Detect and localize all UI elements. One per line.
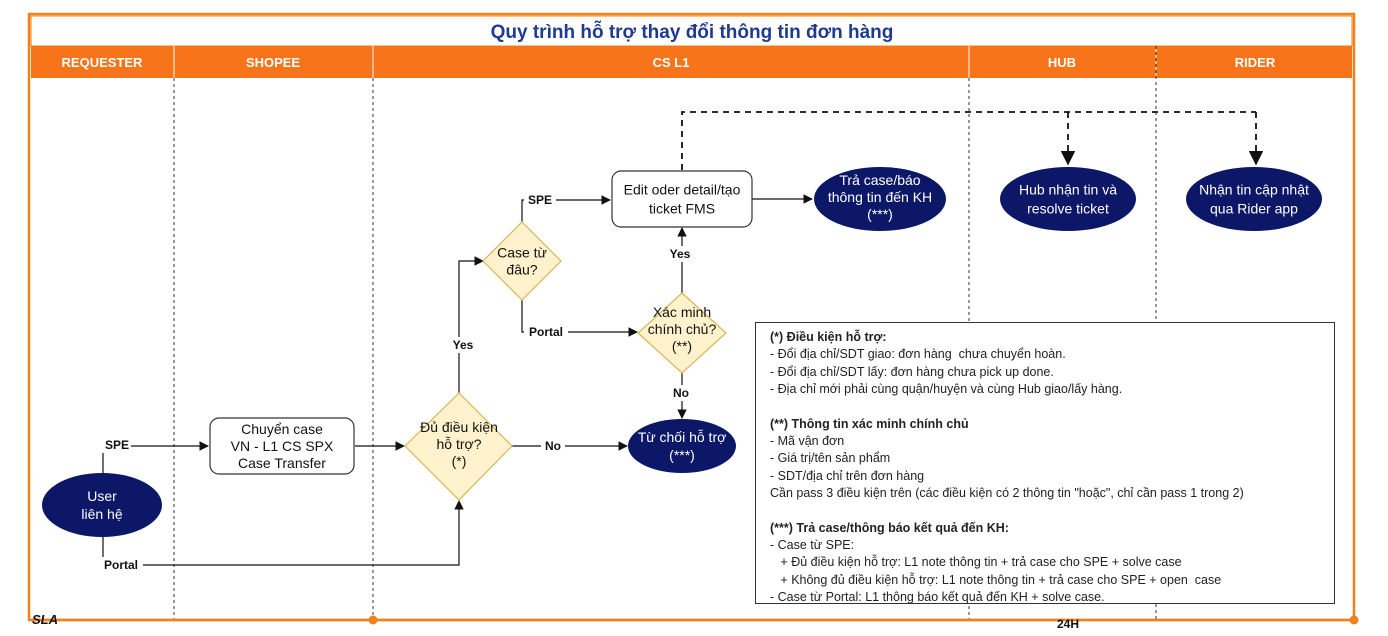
edge-label-portal: Portal [529,325,563,339]
notes-section-return-title: (***) Trả case/thông báo kết quả đến KH: [770,520,1009,535]
sla-label: SLA [32,612,58,627]
node-edit-order [611,170,753,228]
title-bar [30,15,1353,47]
notes-line: - SDT/địa chỉ trên đơn hàng [770,468,925,483]
notes-line: - Giá trị/tên sản phẩm [770,451,891,466]
lane-requester: REQUESTER [62,55,144,70]
lane-header [31,46,1352,78]
edge-label-yes: Yes [670,247,691,261]
notes-line: - Case từ SPE: [770,538,855,553]
notes-panel: (*) Điều kiện hỗ trợ: - Đổi địa chỉ/SDT … [755,322,1335,604]
node-reject-support-label: Từ chối hỗ trợ(***) [638,429,727,463]
node-verify-owner-decision [637,292,727,374]
node-hub-resolve [1000,167,1136,231]
sla-value: 24H [1057,617,1079,631]
node-return-case [814,167,946,231]
edge-label-portal: Portal [104,558,138,572]
edge-label-no: No [545,439,561,453]
lane-hub: HUB [1048,55,1076,70]
page-title: Quy trình hỗ trợ thay đổi thông tin đơn … [491,21,894,43]
notes-line: + Không đủ điều kiện hỗ trợ: L1 note thô… [770,572,1222,587]
notes-line: - Đổi địa chỉ/SDT lấy: đơn hàng chưa pic… [770,364,1054,379]
lane-rider: RIDER [1235,55,1276,70]
notes-line: + Đủ điều kiện hỗ trợ: L1 note thông tin… [770,555,1182,570]
node-user-contact [42,473,162,537]
edge-label-yes: Yes [453,338,474,352]
notes-section-verification-title: (**) Thông tin xác minh chính chủ [770,416,969,431]
sla-marker [368,615,378,625]
edge-label-spe: SPE [528,193,552,207]
notes-line: - Mã vận đơn [770,434,845,449]
edge-label-spe: SPE [105,438,129,452]
lane-shopee: SHOPEE [246,55,301,70]
lane-cs-l1: CS L1 [653,55,690,70]
notes-line: - Đổi địa chỉ/SDT giao: đơn hàng chưa ch… [770,347,1066,362]
notes-line: - Địa chỉ mới phải cùng quận/huyện và cù… [770,382,1123,397]
node-case-transfer [209,417,355,475]
node-case-source-decision [482,221,562,301]
edge-label-no: No [673,386,689,400]
node-rider-update [1186,167,1322,231]
node-reject-support [628,419,736,473]
notes-line: - Case từ Portal: L1 thông báo kết quả đ… [770,590,1105,605]
sla-marker [1349,615,1359,625]
node-eligibility-decision [404,392,513,501]
notes-section-conditions-title: (*) Điều kiện hỗ trợ: [770,330,887,344]
notes-line: Cần pass 3 điều kiện trên (các điều kiện… [770,486,1244,501]
